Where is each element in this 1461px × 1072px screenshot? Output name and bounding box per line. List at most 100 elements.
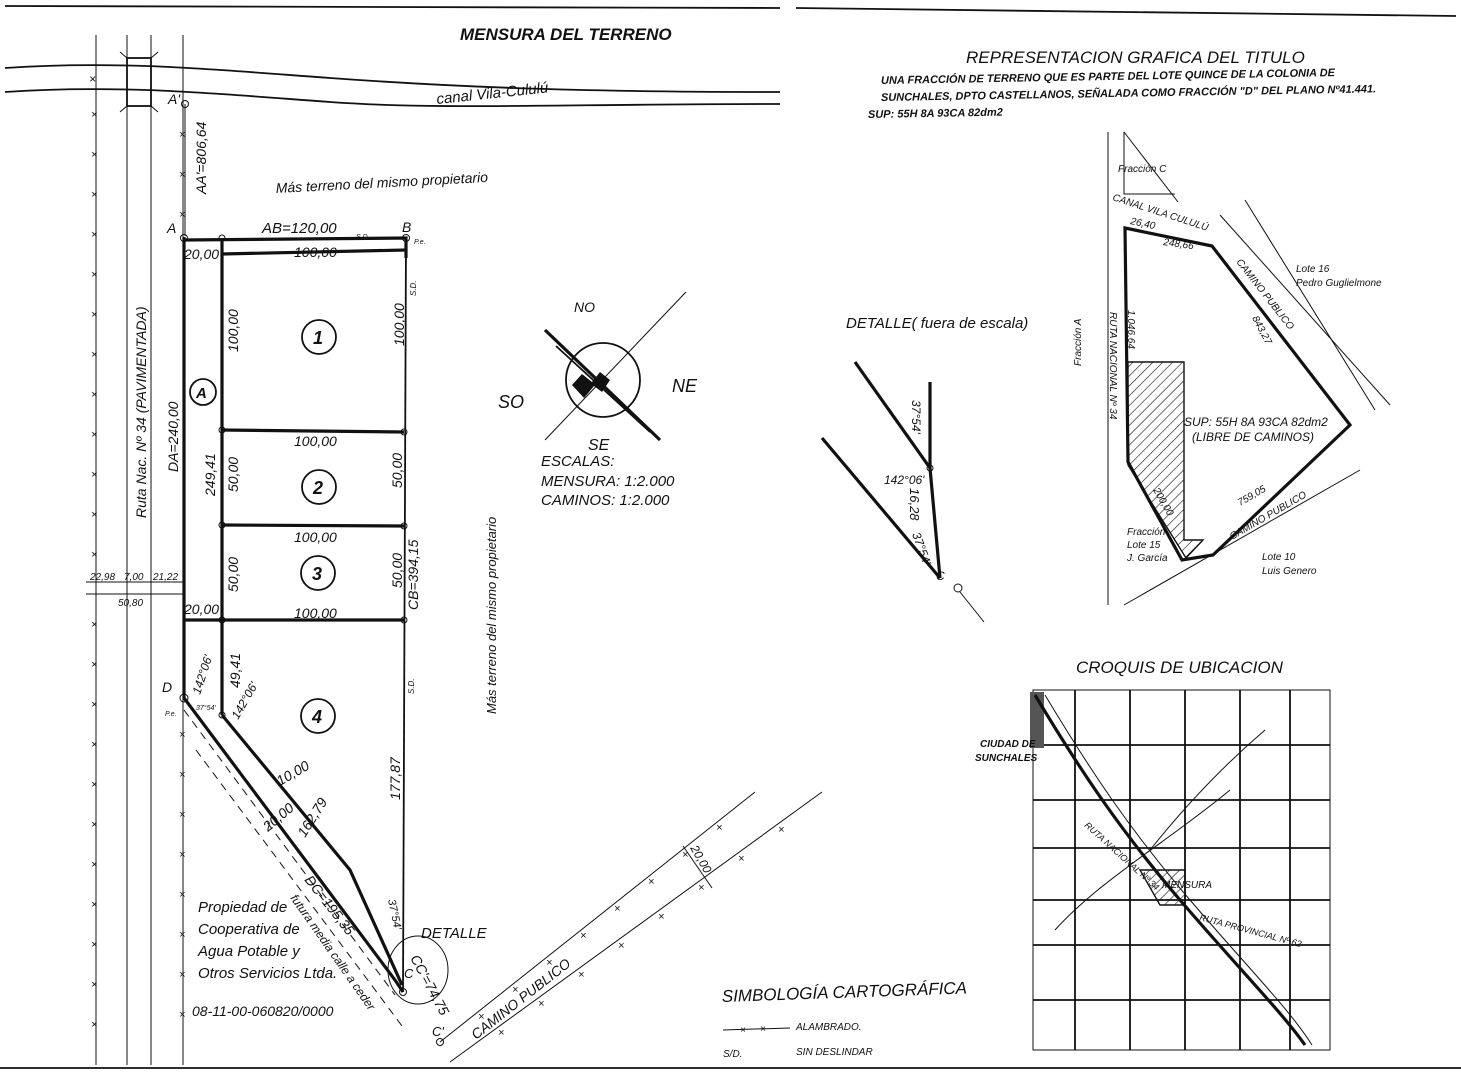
svg-text:×: × (91, 779, 97, 791)
label-c-prime: C' (432, 1024, 444, 1039)
title-fr-lote15-1: Fracción (1127, 527, 1166, 538)
owner-line-1: Propiedad de (198, 899, 287, 916)
svg-text:×: × (91, 819, 97, 831)
svg-text:×: × (618, 940, 624, 952)
strip-label: A (195, 385, 207, 402)
svg-text:×: × (478, 1011, 484, 1023)
croquis-mensura: MENSURA (1162, 880, 1212, 891)
svg-text:×: × (179, 169, 185, 181)
lot1-top (221, 248, 407, 256)
svg-text:×: × (179, 969, 185, 981)
svg-text:×: × (179, 129, 185, 141)
svg-text:×: × (91, 739, 97, 751)
detail-angle-2: 142°06' (884, 473, 925, 487)
dim-10: 10,00 (274, 757, 313, 788)
detail-angle-1: 37°54' (909, 400, 923, 434)
title-lote16-owner: Pedro Guglielmone (1296, 278, 1382, 289)
croquis-city-2: SUNCHALES (975, 753, 1038, 764)
svg-text:×: × (91, 549, 97, 561)
page-border-right-top (795, 7, 1457, 17)
dim-da: DA=240,00 (165, 401, 181, 472)
compass-ne: NE (672, 376, 698, 396)
title-sup-2: (LIBRE DE CAMINOS) (1192, 430, 1314, 444)
title-rep-desc-3: SUP: 55H 8A 93CA 82dm2 (868, 107, 1003, 121)
title-lote10-owner: Luis Genero (1262, 566, 1317, 577)
owner-line-3: Agua Potable y (197, 943, 301, 960)
canal-x-mark: × (89, 72, 96, 86)
title-d248: 248,66 (1162, 237, 1195, 252)
svg-text:×: × (91, 149, 97, 161)
location-sketch: CROQUIS DE UBICACION CIUDAD DE SUNCHALES… (975, 658, 1331, 1051)
svg-text:×: × (614, 903, 620, 915)
road-width-1: 22,98 (89, 572, 115, 583)
detail-circle (387, 935, 449, 1005)
lot2-lot3-line (221, 523, 405, 528)
svg-text:×: × (682, 849, 688, 861)
title-rep-desc-1: UNA FRACCIÓN DE TERRENO QUE ES PARTE DEL… (881, 66, 1336, 87)
compass-so: SO (498, 392, 524, 412)
left-sheet: MENSURA DEL TERRENO canal Vila-Cululú × … (4, 25, 823, 1065)
lot4-diagonal (220, 713, 404, 986)
title-lote16: Lote 16 (1296, 264, 1330, 275)
scales-title: ESCALAS: (541, 453, 614, 470)
lot-3-marker (300, 555, 336, 591)
fence-marks-camino: ×××× ×××× ×××× ×××× (478, 822, 784, 1039)
svg-text:×: × (91, 619, 97, 631)
dim-strip: 249,41 (202, 453, 218, 497)
svg-text:×: × (91, 389, 97, 401)
dim-sd-right4: S.D. (407, 678, 416, 694)
compass-no: NO (574, 299, 595, 315)
dim-20-top: 20,00 (183, 246, 219, 262)
svg-text:×: × (179, 849, 185, 861)
road-label: Ruta Nac. Nº 34 (PAVIMENTADA) (133, 306, 149, 518)
dim-lot3-top: 100,00 (294, 529, 337, 545)
scales-mensura: MENSURA: 1:2.000 (541, 473, 675, 490)
detail-drawing: DETALLE( fuera de escala) 37°54' 142°06'… (820, 315, 1028, 623)
lot-right-boundary (402, 237, 407, 993)
title-ruta34: RUTA NACIONAL Nº 34 (1107, 312, 1118, 420)
dim-lot3-left: 50,00 (225, 557, 241, 592)
title-sup-1: SUP: 55H 8A 93CA 82dm2 (1184, 415, 1328, 429)
dim-cc: CC'=74,75 (407, 952, 452, 1018)
svg-text:×: × (91, 469, 97, 481)
owner-line-2: Cooperativa de (198, 921, 300, 938)
svg-text:×: × (538, 998, 544, 1010)
dim-sd-right1: S.D. (409, 280, 418, 296)
svg-text:×: × (179, 1009, 185, 1021)
dim-cb: CB=394,15 (405, 539, 421, 610)
road-width-total: 50,80 (118, 598, 143, 609)
svg-text:×: × (91, 659, 97, 671)
compass-se: SE (588, 437, 610, 454)
dim-lot1-left: 100,00 (225, 309, 241, 352)
title-d1046: 1.046,64 (1125, 310, 1136, 349)
svg-text:×: × (91, 699, 97, 711)
svg-text:×: × (91, 229, 97, 241)
svg-text:×: × (91, 859, 97, 871)
title-lote10: Lote 10 (1262, 552, 1296, 563)
svg-text:×: × (91, 429, 97, 441)
camino-label: CAMINO PUBLICO (468, 955, 574, 1042)
fraccion-c: Fracción C (1118, 164, 1167, 175)
svg-text:×: × (91, 269, 97, 281)
label-pe-d: P.e. (165, 711, 177, 718)
dim-lot4-right: 177,87 (387, 756, 403, 800)
svg-text:×: × (91, 309, 97, 321)
lot-2-marker (301, 469, 337, 505)
right-owner-label: Más terreno del mismo propietario (484, 517, 499, 714)
svg-text:×: × (512, 984, 518, 996)
svg-text:×: × (738, 853, 744, 865)
svg-text:×: × (91, 899, 97, 911)
dim-aa: AA'=806,64 (193, 121, 209, 195)
label-a: A (166, 220, 176, 236)
road-width-2: 7,00 (124, 572, 144, 583)
svg-text:×: × (698, 882, 704, 894)
angle-d: 142°06' (190, 652, 216, 695)
svg-text:×: × (179, 209, 185, 221)
lot-2-label: 2 (312, 478, 323, 498)
dim-lot1-top: 100,00 (294, 244, 337, 260)
canal-label: canal Vila-Cululú (436, 79, 550, 108)
lot-4-marker (300, 698, 336, 734)
road-width-3: 21,22 (152, 572, 178, 583)
svg-text:×: × (546, 957, 552, 969)
